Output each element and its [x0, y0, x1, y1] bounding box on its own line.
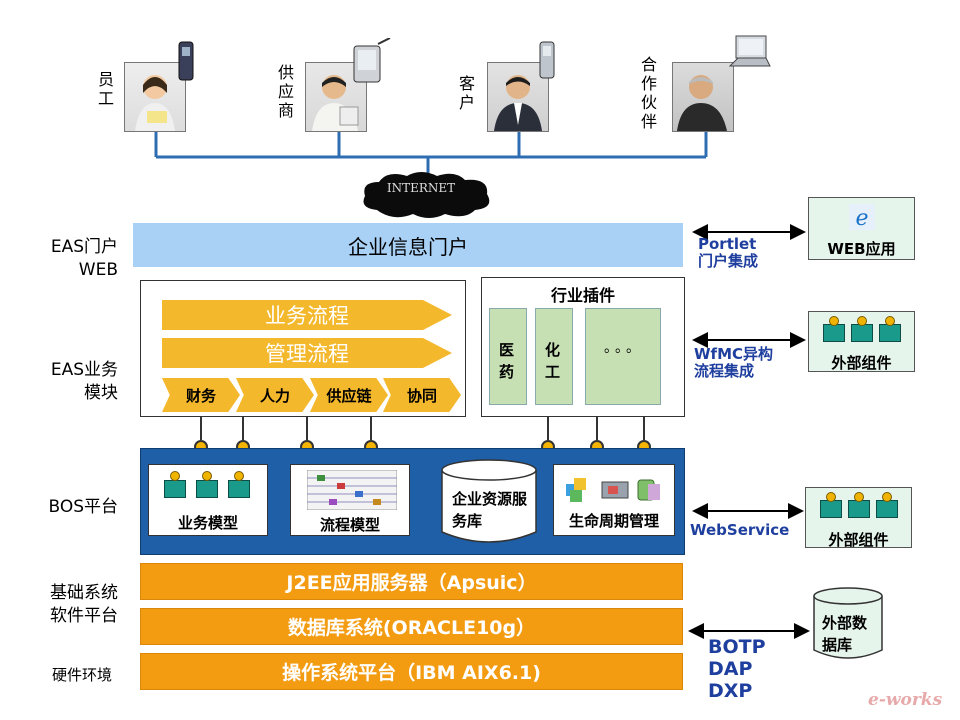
os-platform-bar: 操作系统平台（IBM AIX6.1) — [140, 653, 683, 690]
process-model-label: 流程模型 — [319, 516, 380, 534]
phone-icon — [177, 40, 195, 86]
component-dot — [885, 316, 895, 326]
plugin-chemical: 化工 — [535, 308, 573, 405]
internet-cloud: INTERNET — [357, 170, 495, 224]
pda-icon — [350, 37, 394, 92]
partner-photo — [672, 62, 734, 132]
j2ee-server-bar: J2EE应用服务器（Apsuic） — [140, 563, 683, 600]
sub-module-collaboration: 协同 — [383, 378, 461, 412]
process-chart-icon — [306, 469, 398, 514]
svg-text:e: e — [855, 206, 868, 230]
external-component-label-2: 外部组件 — [828, 531, 889, 549]
portlet-integration-label: Portlet 门户集成 — [698, 235, 759, 270]
plugin-more: 。。。 — [585, 308, 661, 405]
business-flow-arrow: 业务流程 — [162, 300, 452, 330]
component-dot — [170, 471, 180, 481]
web-application-label: WEB应用 — [827, 240, 896, 258]
external-component-label-1: 外部组件 — [831, 354, 892, 372]
laptop-icon — [728, 32, 772, 80]
layer-label-base: 基础系统 软件平台 — [50, 583, 118, 626]
component-icon — [851, 324, 873, 342]
component-icon — [848, 500, 870, 518]
resource-db-cylinder — [440, 458, 538, 550]
database-system-label: 数据库系统(ORACLE10g） — [287, 617, 536, 639]
user-label-employee: 员工 — [97, 70, 114, 108]
mobile-phone-icon — [538, 40, 556, 84]
component-dot — [857, 316, 867, 326]
sub-module-hr: 人力 — [236, 378, 314, 412]
layer-label-hardware: 硬件环境 — [51, 666, 112, 684]
user-label-supplier: 供应商 — [277, 63, 294, 120]
management-flow-arrow: 管理流程 — [162, 338, 452, 368]
sub-module-hr-label: 人力 — [259, 386, 290, 405]
external-component-box-1: 外部组件 — [808, 311, 915, 372]
user-label-customer: 客户 — [458, 74, 475, 112]
botp-dap-dxp-label: BOTP DAP DXP — [708, 636, 766, 702]
portal-label: 企业信息门户 — [348, 234, 468, 259]
plugin-chemical-label: 化工 — [545, 341, 561, 381]
external-database-label: 外部数据库 — [822, 614, 868, 654]
enterprise-portal-bar: 企业信息门户 — [133, 223, 683, 267]
os-platform-label: 操作系统平台（IBM AIX6.1) — [282, 662, 541, 684]
layer-label-eas-biz: EAS业务 模块 — [50, 360, 118, 403]
plugin-more-label: 。。。 — [604, 340, 644, 356]
component-icon — [823, 324, 845, 342]
business-model-label: 业务模型 — [177, 514, 238, 532]
sub-module-supply-chain: 供应链 — [310, 378, 388, 412]
j2ee-server-label: J2EE应用服务器（Apsuic） — [286, 572, 537, 594]
customer-photo — [487, 62, 549, 132]
resource-db-label: 企业资源服务库 — [452, 490, 528, 530]
component-icon — [876, 500, 898, 518]
database-system-bar: 数据库系统(ORACLE10g） — [140, 608, 683, 645]
component-dot — [202, 471, 212, 481]
sub-module-finance-label: 财务 — [185, 386, 216, 405]
sub-module-finance: 财务 — [162, 378, 240, 412]
component-dot — [234, 471, 244, 481]
business-model-box — [148, 464, 268, 536]
plugin-pharma: 医药 — [489, 308, 527, 405]
plugin-pharma-label: 医药 — [499, 341, 515, 381]
layer-label-eas-web: EAS门户 WEB — [50, 237, 118, 280]
component-dot — [829, 316, 839, 326]
e-works-watermark: e-works — [868, 690, 943, 710]
component-icon — [879, 324, 901, 342]
user-network-lines — [154, 132, 708, 175]
browser-icon: e — [849, 204, 875, 234]
business-flow-label: 业务流程 — [265, 304, 349, 328]
layer-label-bos: BOS平台 — [48, 497, 118, 517]
internet-label: INTERNET — [386, 181, 456, 195]
component-icon — [820, 500, 842, 518]
sub-module-collaboration-label: 协同 — [406, 386, 437, 405]
connector-stems — [200, 417, 645, 440]
management-flow-label: 管理流程 — [265, 342, 349, 366]
webservice-label: WebService — [690, 521, 790, 539]
wfmc-integration-label: WfMC异构 流程集成 — [694, 345, 774, 380]
employee-photo — [124, 62, 186, 132]
sub-module-supply-chain-label: 供应链 — [326, 386, 372, 405]
industry-plugin-title: 行业插件 — [550, 286, 615, 305]
lifecycle-icons — [562, 474, 666, 508]
external-database-cylinder — [812, 586, 884, 666]
component-dot — [854, 492, 864, 502]
component-dot — [882, 492, 892, 502]
lifecycle-label: 生命周期管理 — [568, 512, 659, 530]
user-label-partner: 合作伙伴 — [640, 55, 657, 131]
component-dot — [826, 492, 836, 502]
web-application-box: e WEB应用 — [808, 197, 915, 260]
external-component-box-2: 外部组件 — [805, 487, 912, 549]
